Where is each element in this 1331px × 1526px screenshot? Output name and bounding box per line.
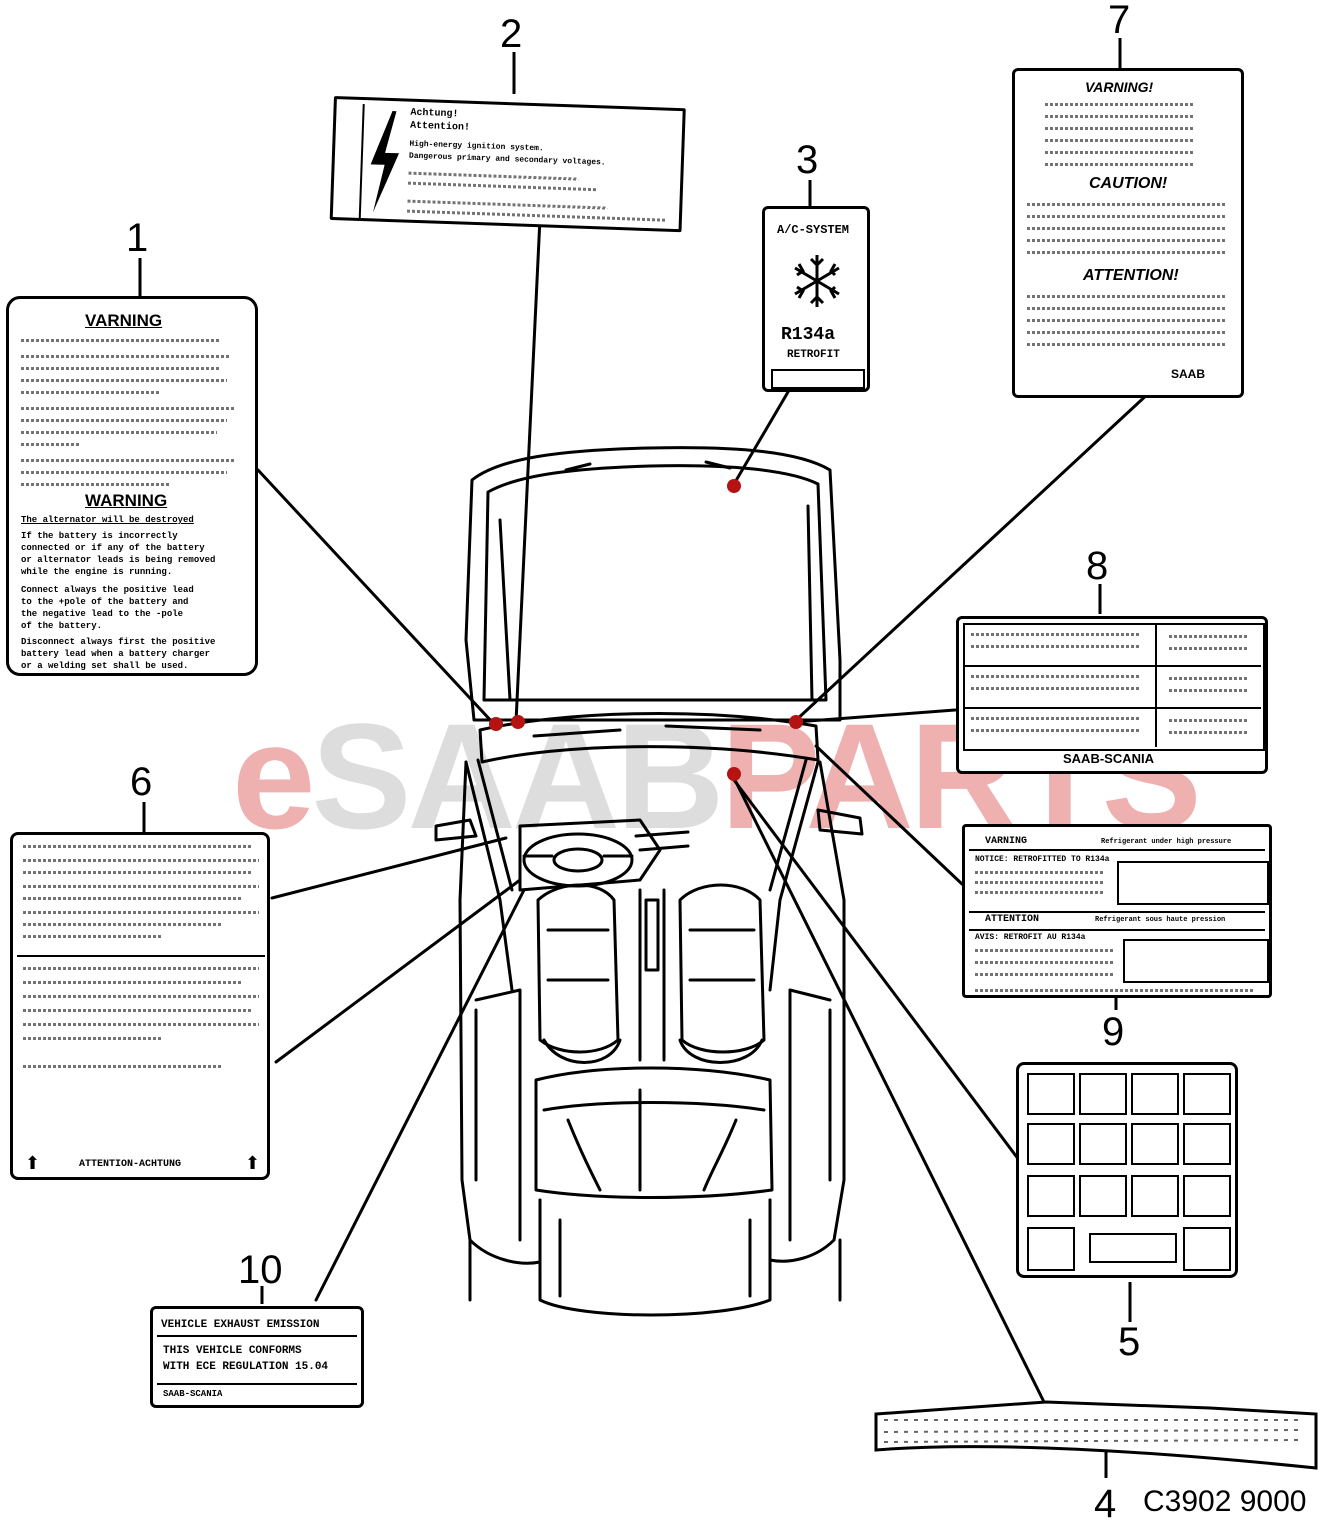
decal-1-line-7: to the +pole of the battery and [21, 597, 189, 607]
callout-6: 6 [130, 760, 153, 804]
decal-9-notice: NOTICE: RETROFITTED TO R134a [975, 855, 1110, 864]
decal-10-line-1: THIS VEHICLE CONFORMS [163, 1345, 302, 1357]
callout-7: 7 [1108, 0, 1131, 42]
lightning-bolt-icon [370, 111, 400, 213]
car-outline [434, 446, 864, 1317]
decal-1-line-4: or alternator leads is being removed [21, 555, 216, 565]
decal-6-airbag-warning: ⬆ ATTENTION-ACHTUNG ⬆ [10, 832, 270, 1180]
decal-9-warning: VARNING [985, 836, 1028, 847]
decal-3-ac-system: A/C-SYSTEM R134a RETROFIT [762, 206, 870, 392]
decal-7-heading-attention: ATTENTION! [1083, 267, 1179, 284]
decal-1-line-12: or a welding set shall be used. [21, 661, 189, 671]
decal-7-brand: SAAB [1171, 367, 1206, 381]
decal-7-ac-caution: VARNING! CAUTION! ATTENTION! SAAB [1012, 68, 1244, 398]
decal-1-line-5: while the engine is running. [21, 567, 173, 577]
callout-2: 2 [500, 12, 523, 56]
callout-9: 9 [1102, 1010, 1125, 1054]
attachment-dots [489, 479, 803, 781]
decal-1-line-10: Disconnect always first the positive [21, 637, 216, 647]
decal-1-heading-varning: VARNING [85, 311, 163, 330]
callout-3: 3 [796, 138, 819, 182]
callout-1: 1 [126, 216, 149, 260]
decal-9-attention: ATTENTION [985, 914, 1040, 925]
decal-9-avis: AVIS: RETROFIT AU R134a [975, 933, 1086, 942]
decal-8-brand: SAAB-SCANIA [1063, 751, 1154, 766]
decal-9-attention-note: Refrigerant sous haute pression [1095, 916, 1226, 924]
decal-1-line-6: Connect always the positive lead [21, 585, 194, 595]
decal-10-line-2: WITH ECE REGULATION 15.04 [163, 1361, 329, 1373]
decal-1-line-1: The alternator will be destroyed [21, 515, 194, 525]
callout-8: 8 [1086, 544, 1109, 588]
decal-5-fuse-box [1016, 1062, 1238, 1278]
decal-1-line-8: the negative lead to the -pole [21, 609, 184, 619]
decal-1-line-3: connected or if any of the battery [21, 543, 205, 553]
decal-3-title: A/C-SYSTEM [777, 223, 850, 237]
arrow-up-icon-right: ⬆ [245, 1153, 261, 1173]
decal-2-ignition-warning: Achtung! Attention! High-energy ignition… [329, 96, 686, 233]
decal-1-heading-warning: WARNING [85, 491, 168, 510]
callout-10: 10 [238, 1248, 283, 1292]
decal-9-warning-note: Refrigerant under high pressure [1101, 838, 1232, 846]
leader-lines [256, 216, 1152, 1404]
decal-3-refrigerant: R134a [781, 325, 836, 345]
figure-code: C3902 9000 [1143, 1485, 1307, 1518]
snowflake-icon [794, 255, 840, 307]
decal-10-footer: SAAB-SCANIA [163, 1389, 223, 1399]
decal-7-heading-caution: CAUTION! [1089, 175, 1168, 192]
decal-1-line-2: If the battery is incorrectly [21, 531, 178, 541]
callout-5: 5 [1118, 1320, 1141, 1364]
decal-10-title: VEHICLE EXHAUST EMISSION [161, 1319, 320, 1331]
decal-9-refrigerant-pressure: VARNING Refrigerant under high pressure … [962, 824, 1272, 998]
decal-1-line-9: of the battery. [21, 621, 103, 631]
arrow-up-icon-left: ⬆ [25, 1153, 41, 1173]
decal-1-battery-warning: VARNING WARNING The alternator will be d… [6, 296, 258, 676]
callout-4: 4 [1094, 1482, 1117, 1526]
decal-7-heading-varning: VARNING! [1085, 79, 1154, 95]
decal-6-footer: ATTENTION-ACHTUNG [79, 1159, 182, 1170]
decal-10-emission: VEHICLE EXHAUST EMISSION THIS VEHICLE CO… [150, 1306, 364, 1408]
decal-3-retrofit: RETROFIT [787, 349, 840, 361]
decal-1-line-11: battery lead when a battery charger [21, 649, 211, 659]
decal-8-ac-info: SAAB-SCANIA [956, 616, 1268, 774]
